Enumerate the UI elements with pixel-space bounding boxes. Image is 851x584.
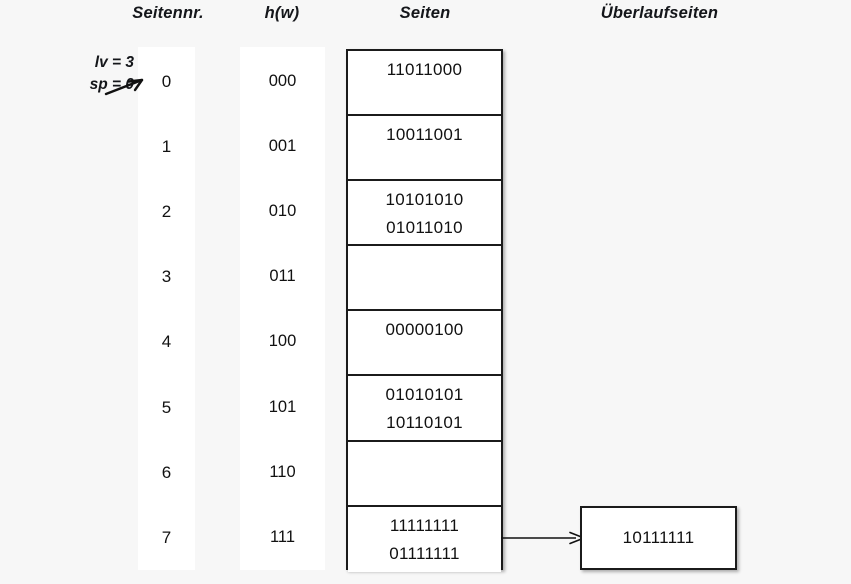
seitennr-value: 0 [161,72,172,91]
seitennr-value: 3 [161,267,172,287]
page-cell: 10101010 01011010 [348,181,501,247]
overflow-record-value: 10111111 [622,528,695,547]
record-value: 01010101 [385,385,464,405]
seitennr-column-band [138,47,195,570]
seitennr-value: 4 [161,332,172,352]
record-value: 10101010 [385,190,464,210]
page-cell: 11011000 [348,51,501,117]
record-value: 11111111 [389,515,460,535]
seitennr-value: 5 [161,397,172,417]
page-cell [348,441,501,507]
annotation-sp: sp = 0 [89,76,134,93]
page-cell [348,246,501,312]
seitennr-value: 2 [161,202,172,222]
record-value: 00000100 [385,320,464,340]
record-value: 10011001 [386,125,463,145]
hw-value: 011 [269,267,296,286]
arrow-right-icon [501,531,585,545]
level-split-annotation: lv = 3 sp = 0 [34,52,134,96]
record-value: 10110101 [386,413,463,433]
column-header-seiten: Seiten [399,4,451,22]
hw-column-band [240,47,325,570]
hw-value: 000 [268,72,297,90]
page-cell: 11111111 01111111 [348,506,501,572]
record-value: 01011010 [386,218,463,238]
hw-value: 010 [268,202,297,221]
overflow-page: 10111111 [580,506,737,570]
record-value: 01111111 [389,543,460,563]
annotation-lv: lv = 3 [94,54,134,71]
hw-value: 111 [269,527,296,546]
hw-value: 110 [269,462,296,481]
seitennr-value: 6 [161,462,172,482]
seitennr-value: 1 [161,137,172,157]
hw-value: 001 [268,137,297,156]
arrow-up-right-icon [104,78,144,96]
pages-table: 11011000 10011001 10101010 01011010 00000100… [346,49,503,572]
column-header-hw: h(w) [264,4,300,22]
hw-value: 101 [268,397,297,416]
seitennr-value: 7 [161,527,172,547]
column-header-ueberlaufseiten: Überlaufseiten [600,4,719,22]
page-cell: 01010101 10110101 [348,376,501,442]
page-cell: 00000100 [348,311,501,377]
column-header-seitennr: Seitennr. [132,4,204,22]
record-value: 11011000 [386,60,463,79]
page-cell: 10011001 [348,116,501,182]
hw-value: 100 [268,332,297,351]
